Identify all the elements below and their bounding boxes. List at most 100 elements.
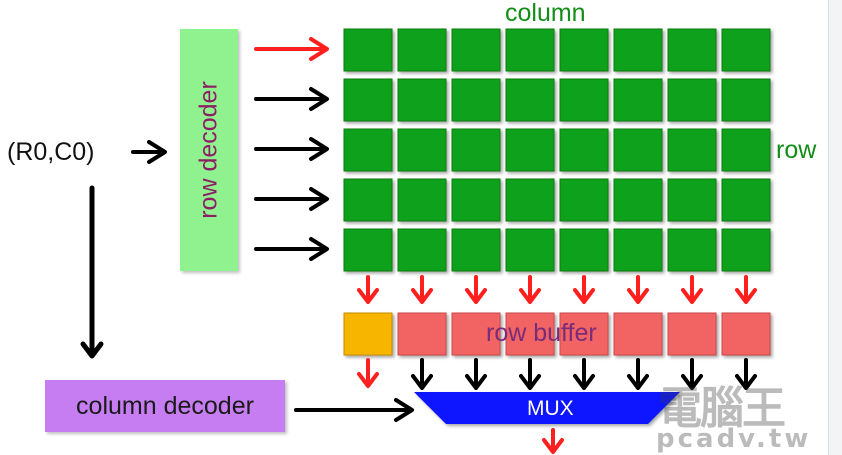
memory-cell xyxy=(343,78,393,122)
memory-cell xyxy=(343,128,393,172)
row-buffer-cell xyxy=(397,312,447,356)
memory-cell xyxy=(397,178,447,222)
memory-cell xyxy=(451,178,501,222)
buffer-to-mux-arrow xyxy=(735,358,757,390)
memory-cell xyxy=(397,78,447,122)
arrow-head xyxy=(357,372,379,388)
arrow-head xyxy=(357,288,379,304)
memory-cell xyxy=(667,78,717,122)
arrow-head xyxy=(309,137,329,161)
row-buffer-cell xyxy=(667,312,717,356)
row-buffer-cell xyxy=(721,312,771,356)
arrows xyxy=(80,37,757,454)
arrow-head xyxy=(309,37,329,61)
active-row-arrow xyxy=(254,37,329,61)
cell-to-buffer-arrow xyxy=(411,275,433,304)
cell-to-buffer-arrow xyxy=(573,275,595,304)
memory-cell xyxy=(559,228,609,272)
cell-to-buffer-arrow xyxy=(681,275,703,304)
arrow-head xyxy=(80,341,104,359)
row-buffer-label: row buffer xyxy=(486,319,597,347)
arrow-head xyxy=(147,140,167,164)
memory-cell xyxy=(505,28,555,72)
row-buffer-cell-selected xyxy=(343,312,393,356)
memory-cell xyxy=(451,78,501,122)
memory-cell xyxy=(343,28,393,72)
cell-to-buffer-arrow xyxy=(519,275,541,304)
memory-cell xyxy=(667,178,717,222)
arrow-head xyxy=(411,374,433,390)
arrow-head xyxy=(465,374,487,390)
arrow-head xyxy=(681,288,703,304)
memory-cell xyxy=(343,228,393,272)
row-buffer-cell xyxy=(559,312,609,356)
row-label: row xyxy=(776,136,817,164)
cell-to-buffer-arrow xyxy=(357,275,379,304)
memory-cell xyxy=(559,28,609,72)
memory-cell xyxy=(613,128,663,172)
mux-output-arrow xyxy=(542,428,564,454)
memory-cell xyxy=(667,28,717,72)
row-decoder-box: row decoder xyxy=(180,29,238,271)
memory-cell xyxy=(505,178,555,222)
input-address-label: (R0,C0) xyxy=(7,138,95,166)
memory-cell xyxy=(613,178,663,222)
memory-cell xyxy=(559,178,609,222)
arrow-head xyxy=(519,288,541,304)
memory-cell xyxy=(505,228,555,272)
memory-cell xyxy=(559,78,609,122)
arrow-head xyxy=(542,438,564,454)
row-select-arrow xyxy=(254,137,329,161)
memory-cell xyxy=(451,128,501,172)
arrow-head xyxy=(309,237,329,261)
row-buffer-cell xyxy=(613,312,663,356)
selected-buffer-arrow xyxy=(357,358,379,388)
page-edge-strip xyxy=(828,0,842,455)
memory-cell xyxy=(451,228,501,272)
arrow-head xyxy=(309,87,329,111)
column-decoder-box: column decoder xyxy=(45,380,285,432)
arrow-head xyxy=(309,187,329,211)
memory-cell-array xyxy=(343,28,771,272)
memory-cell xyxy=(451,28,501,72)
buffer-to-mux-arrow xyxy=(411,358,433,390)
arrow-head xyxy=(627,374,649,390)
buffer-to-mux-arrow xyxy=(465,358,487,390)
arrow-head xyxy=(519,374,541,390)
row-select-arrow xyxy=(254,187,329,211)
input-arrow xyxy=(131,140,167,164)
arrow-head xyxy=(394,398,414,422)
row-buffer-cells xyxy=(343,312,771,424)
buffer-to-mux-arrow xyxy=(627,358,649,390)
memory-cell xyxy=(667,228,717,272)
cell-to-buffer-arrow xyxy=(627,275,649,304)
arrow-head xyxy=(573,288,595,304)
column-decoder-label: column decoder xyxy=(76,392,254,420)
memory-cell xyxy=(559,128,609,172)
memory-cell xyxy=(613,28,663,72)
cell-to-buffer-arrow xyxy=(465,275,487,304)
memory-cell xyxy=(721,228,771,272)
memory-cell xyxy=(397,228,447,272)
arrow-head xyxy=(627,288,649,304)
row-select-arrow xyxy=(254,87,329,111)
row-select-arrow xyxy=(254,237,329,261)
arrow-head xyxy=(735,288,757,304)
arrow-head xyxy=(411,288,433,304)
memory-cell xyxy=(721,128,771,172)
cell-to-buffer-arrow xyxy=(735,275,757,304)
mux-label: MUX xyxy=(527,397,574,420)
memory-cell xyxy=(613,78,663,122)
arrow-head xyxy=(681,374,703,390)
row-decoder-label: row decoder xyxy=(194,81,223,219)
memory-cell xyxy=(343,178,393,222)
memory-cell xyxy=(505,78,555,122)
memory-cell xyxy=(667,128,717,172)
buffer-to-mux-arrow xyxy=(573,358,595,390)
arrow-head xyxy=(465,288,487,304)
memory-cell xyxy=(721,178,771,222)
address-to-column-decoder-arrow xyxy=(80,185,104,359)
memory-cell xyxy=(613,228,663,272)
